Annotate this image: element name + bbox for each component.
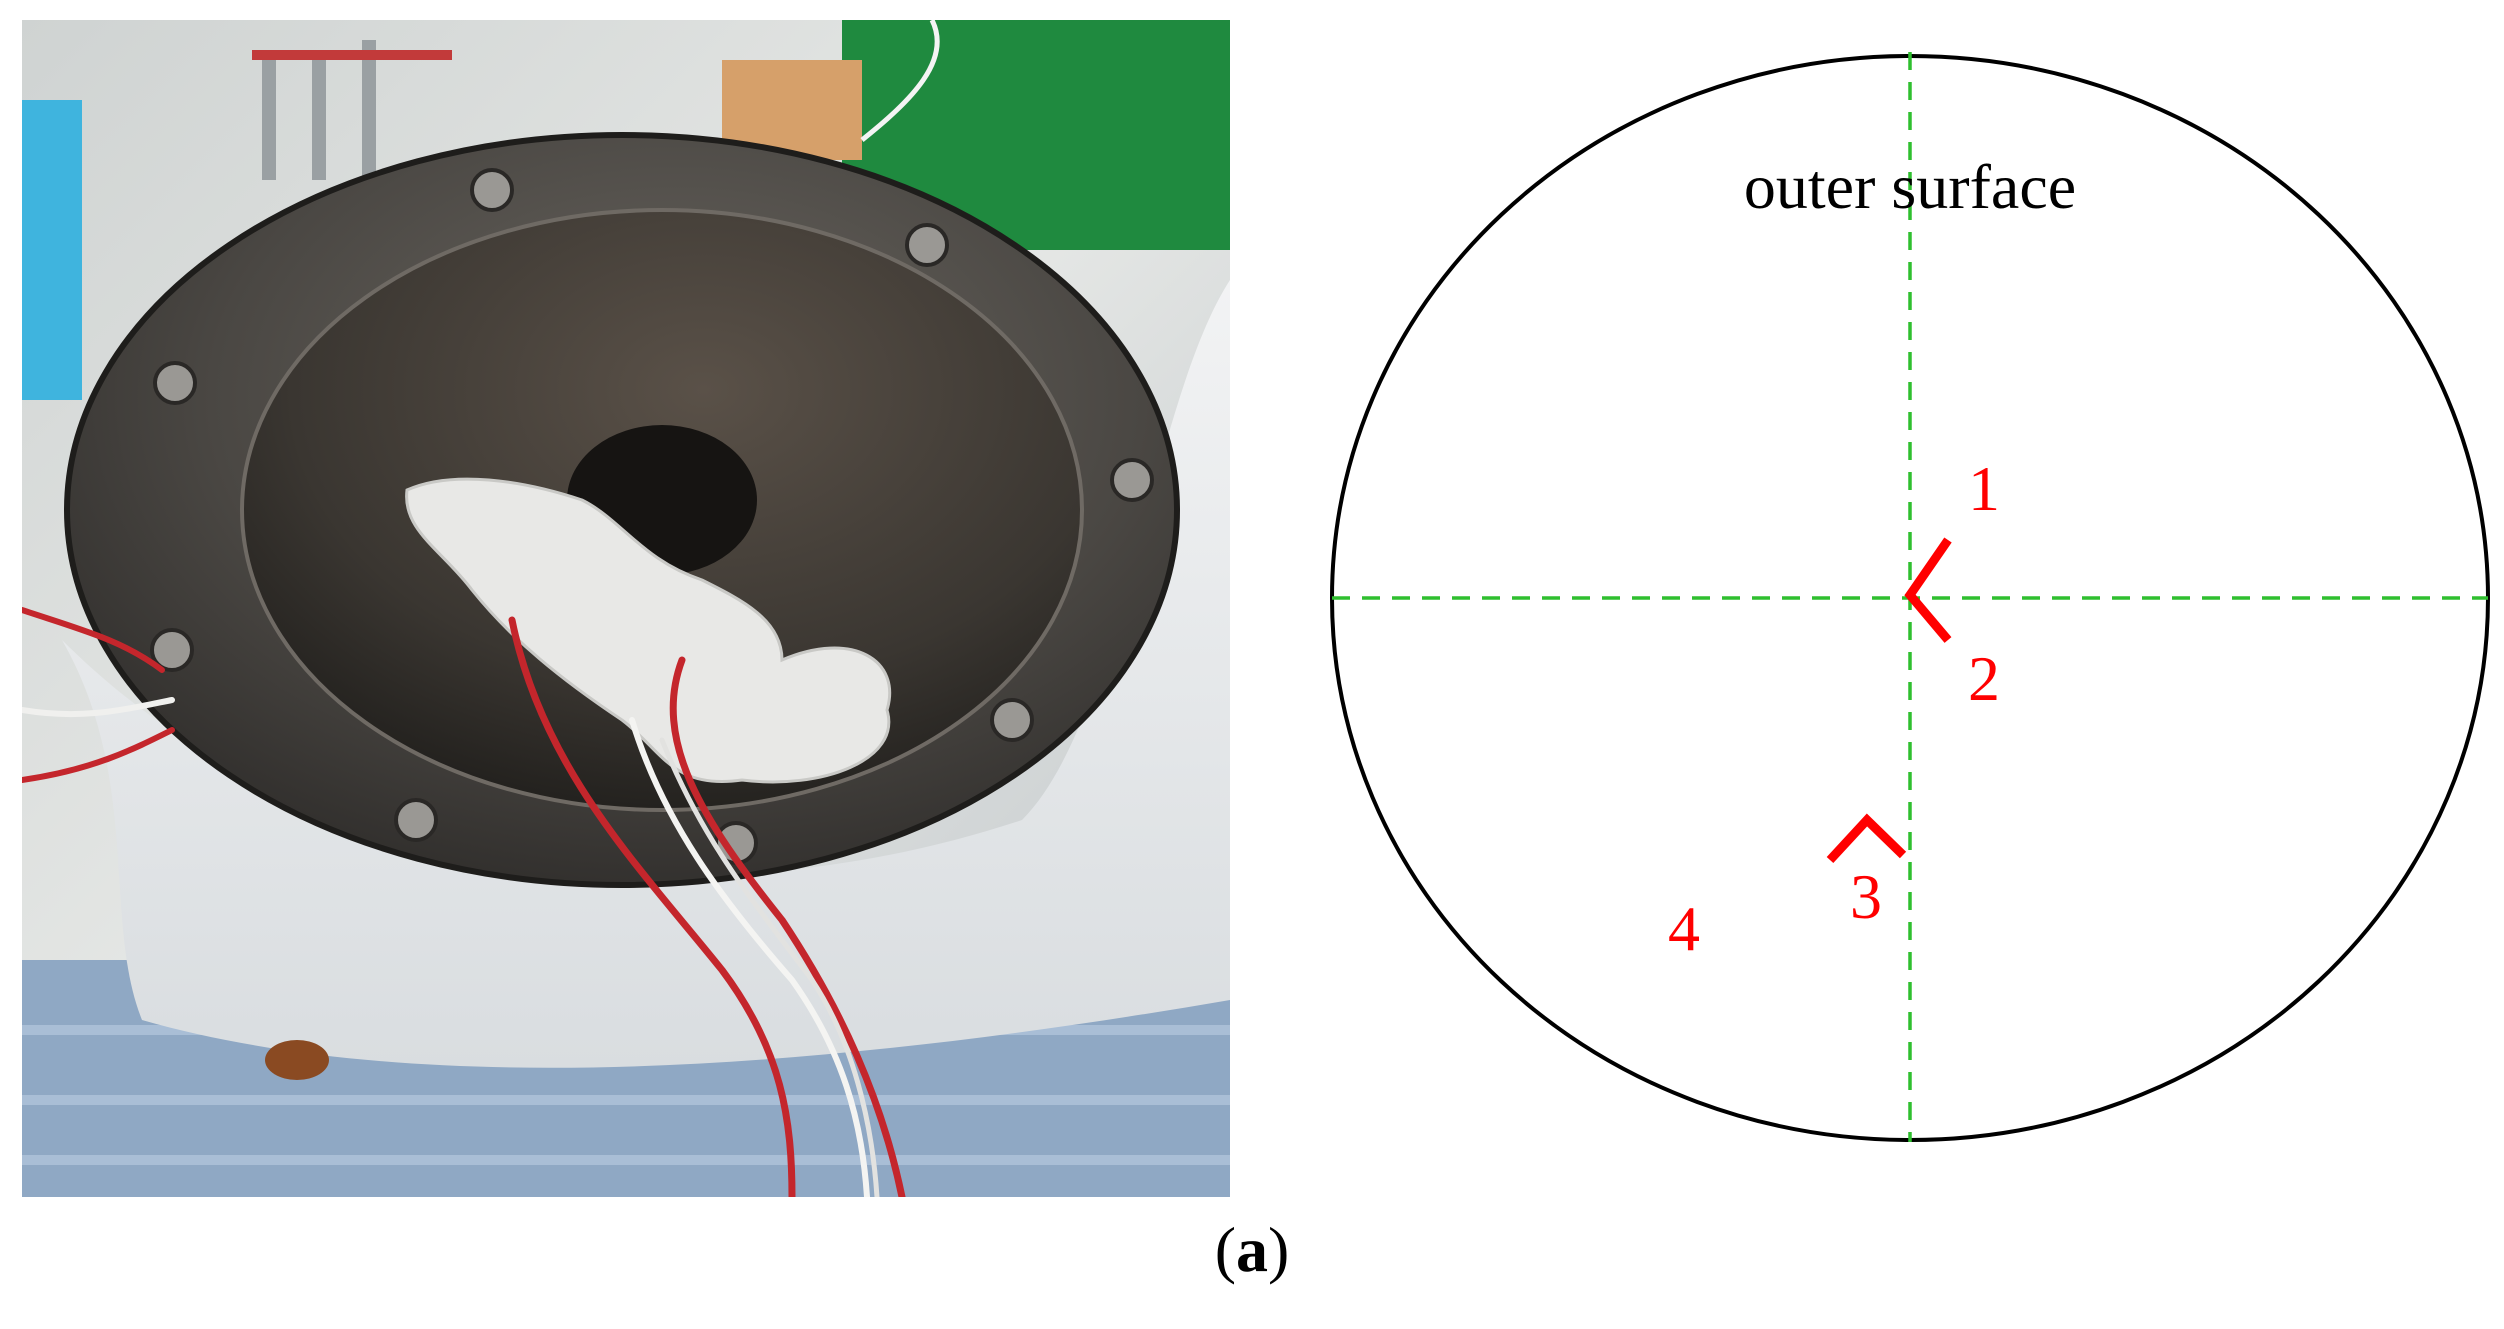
strain-gauge-3-4 [1826,813,1907,864]
caption-close-paren: ) [1268,1214,1290,1285]
gauge-label-3: 3 [1850,861,1882,932]
gauge-label-1: 1 [1968,453,2000,524]
caption-open-paren: ( [1214,1214,1236,1285]
strain-gauge-1-2 [1904,537,1952,643]
flange-bolts [150,168,1154,865]
gauge-layout-diagram: outer surface 1 2 3 4 [1300,30,2500,1180]
gauge-wires [22,607,906,1197]
gauge-label-4: 4 [1668,893,1700,964]
sealant-patch [405,477,892,784]
caption-letter: a [1236,1214,1268,1285]
flange-photo [22,20,1230,1197]
plastic-bag [62,280,1230,1068]
gauge-label-2: 2 [1968,643,2000,714]
figure-caption: (a) [0,1218,2504,1282]
outer-surface-label: outer surface [1744,151,2076,222]
